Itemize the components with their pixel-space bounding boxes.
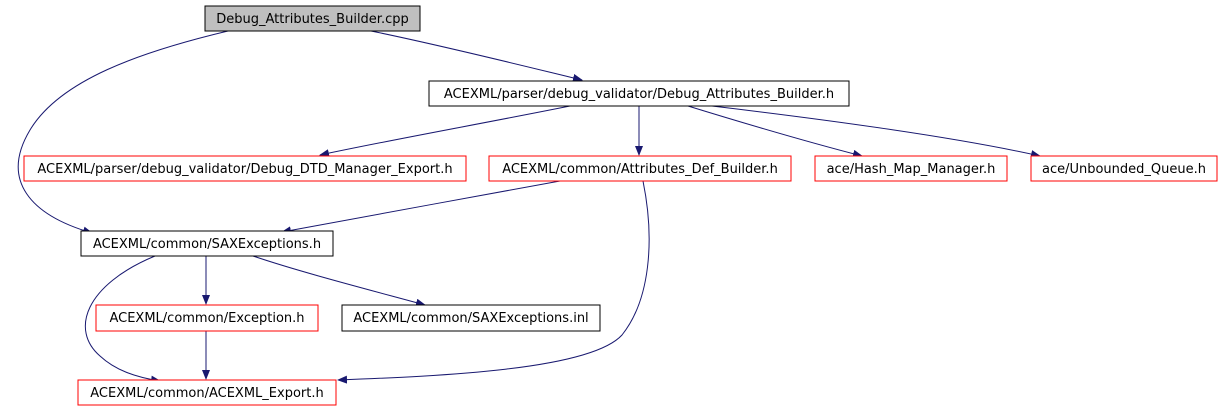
node-box xyxy=(1030,155,1218,182)
node-label: ACEXML/common/Attributes_Def_Builder.h xyxy=(502,162,778,177)
node-label: Debug_Attributes_Builder.cpp xyxy=(216,12,409,27)
node-saxexceptions-h[interactable]: ACEXML/common/SAXExceptions.h xyxy=(80,230,334,257)
edge-root-to-debug-attributes-builder-h xyxy=(370,30,583,82)
node-box xyxy=(341,304,601,332)
node-box xyxy=(814,155,1008,182)
node-label: ace/Hash_Map_Manager.h xyxy=(827,162,996,177)
node-box xyxy=(428,80,850,107)
edges xyxy=(17,30,1041,384)
node-attributes-def-builder-h[interactable]: ACEXML/common/Attributes_Def_Builder.h xyxy=(488,155,792,182)
node-debug-attributes-builder-h[interactable]: ACEXML/parser/debug_validator/Debug_Attr… xyxy=(428,80,850,107)
edge-attributes-def-builder-h-to-acexml-export-h xyxy=(337,180,650,384)
edge-debug-attributes-builder-h-to-hash-map-manager-h xyxy=(687,105,863,158)
node-hash-map-manager-h[interactable]: ace/Hash_Map_Manager.h xyxy=(814,155,1008,182)
node-exception-h[interactable]: ACEXML/common/Exception.h xyxy=(95,304,319,332)
node-acexml-export-h[interactable]: ACEXML/common/ACEXML_Export.h xyxy=(77,379,337,406)
node-box xyxy=(95,304,319,332)
node-box xyxy=(204,5,421,32)
edge-root-to-saxexceptions-h xyxy=(17,30,229,235)
node-label: ACEXML/parser/debug_validator/Debug_DTD_… xyxy=(37,162,452,177)
node-label: ACEXML/common/Exception.h xyxy=(109,311,304,326)
node-label: ACEXML/common/ACEXML_Export.h xyxy=(90,386,323,401)
node-label: ace/Unbounded_Queue.h xyxy=(1042,162,1206,177)
nodes: Debug_Attributes_Builder.cpp ACEXML/pars… xyxy=(23,5,1218,406)
node-unbounded-queue-h[interactable]: ace/Unbounded_Queue.h xyxy=(1030,155,1218,182)
edge-debug-attributes-builder-h-to-unbounded-queue-h xyxy=(711,105,1041,158)
node-saxexceptions-inl[interactable]: ACEXML/common/SAXExceptions.inl xyxy=(341,304,601,332)
edge-attributes-def-builder-h-to-saxexceptions-h xyxy=(281,180,561,235)
edge-saxexceptions-h-to-acexml-export-h xyxy=(84,255,161,384)
node-debug-attributes-builder-cpp: Debug_Attributes_Builder.cpp xyxy=(204,5,421,32)
node-box xyxy=(23,155,467,182)
node-box xyxy=(77,379,337,406)
node-debug-dtd-manager-export-h[interactable]: ACEXML/parser/debug_validator/Debug_DTD_… xyxy=(23,155,467,182)
edge-debug-attributes-builder-h-to-debug-dtd-manager-export-h xyxy=(319,105,571,158)
node-label: ACEXML/common/SAXExceptions.h xyxy=(93,237,321,252)
node-box xyxy=(488,155,792,182)
edge-saxexceptions-h-to-saxexceptions-inl xyxy=(252,255,426,307)
node-label: ACEXML/parser/debug_validator/Debug_Attr… xyxy=(444,87,834,102)
node-box xyxy=(80,230,334,257)
node-label: ACEXML/common/SAXExceptions.inl xyxy=(353,311,588,326)
